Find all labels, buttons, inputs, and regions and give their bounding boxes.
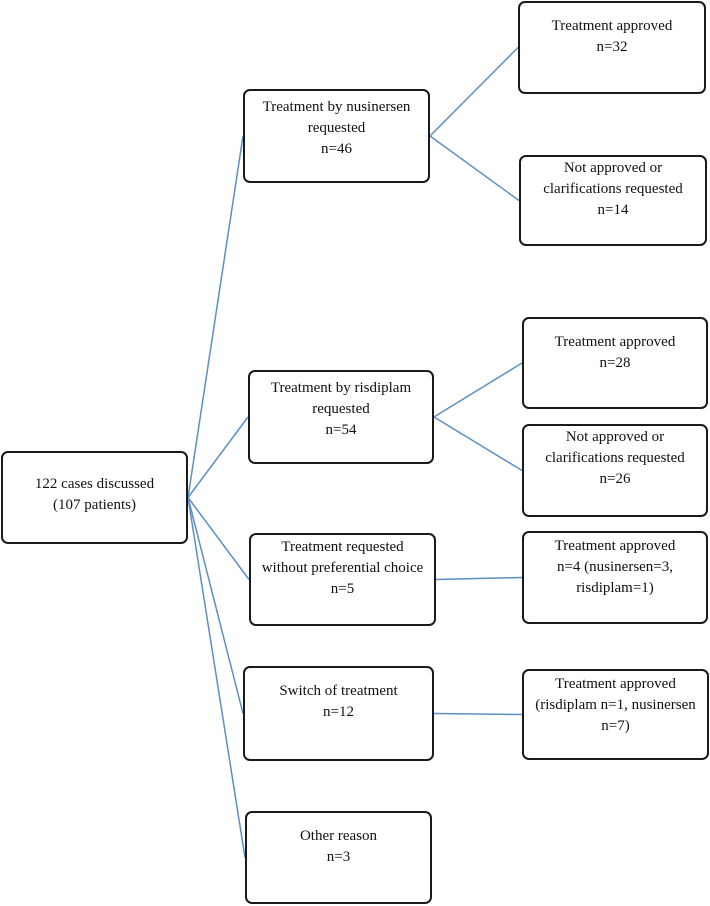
- nusinersen-not-approved-node: Not approved or clarifications requested…: [519, 155, 707, 246]
- connector-root-to-nusinersen: [187, 135, 244, 498]
- risdiplam-node: Treatment by risdiplam requested n=54: [248, 370, 434, 464]
- nusinersen-node: Treatment by nusinersen requested n=46: [243, 89, 430, 183]
- connector-switch-to-switch_approved: [433, 712, 523, 716]
- ris-not-approved-line-2: clarifications requested: [545, 450, 685, 466]
- risdiplam-line-2: requested: [312, 401, 370, 417]
- nus-not-approved-line-2: clarifications requested: [543, 181, 683, 197]
- switch-approved-line-2: (risdiplam n=1, nusinersen: [535, 697, 696, 713]
- nusinersen-line-2: requested: [307, 120, 366, 136]
- switch-line-1: Switch of treatment: [279, 683, 398, 699]
- nopref-approved-line-3: risdiplam=1): [576, 580, 654, 596]
- no-preference-node: Treatment requested without preferential…: [249, 533, 436, 626]
- switch-node: Switch of treatment n=12: [243, 666, 434, 761]
- nus-not-approved-line-3: n=14: [597, 202, 629, 218]
- root-node: 122 cases discussed (107 patients): [1, 451, 188, 544]
- connector-root-to-switch: [187, 497, 244, 714]
- risdiplam-line-3: n=54: [325, 422, 357, 438]
- connector-nusinersen-to-nus_approved: [429, 46, 519, 137]
- no-preference-line-2: without preferential choice: [261, 560, 424, 576]
- ris-approved-line-2: n=28: [599, 355, 631, 371]
- switch-approved-node: Treatment approved (risdiplam n=1, nusin…: [522, 669, 709, 760]
- risdiplam-not-approved-node: Not approved or clarifications requested…: [522, 424, 708, 517]
- ris-not-approved-line-1: Not approved or: [565, 429, 665, 445]
- no-preference-line-3: n=5: [330, 581, 355, 597]
- nusinersen-line-1: Treatment by nusinersen: [262, 99, 411, 115]
- nusinersen-line-3: n=46: [321, 141, 352, 157]
- connector-root-to-other: [187, 497, 246, 858]
- connector-risdiplam-to-ris_not_approved: [433, 416, 523, 472]
- nus-approved-line-1: Treatment approved: [551, 18, 673, 34]
- no-preference-approved-node: Treatment approved n=4 (nusinersen=3, ri…: [522, 531, 708, 624]
- root-line-2: (107 patients): [53, 497, 136, 513]
- nopref-approved-line-2: n=4 (nusinersen=3,: [556, 559, 674, 575]
- connector-risdiplam-to-ris_approved: [433, 362, 523, 418]
- connector-nusinersen-to-nus_not_approved: [429, 135, 520, 202]
- root-line-1: 122 cases discussed: [34, 476, 155, 492]
- ris-not-approved-line-3: n=26: [599, 471, 631, 487]
- nus-approved-line-2: n=32: [596, 39, 628, 55]
- connector-no_preference-to-nopref_approved: [435, 576, 523, 581]
- connector-root-to-no_preference: [187, 497, 250, 580]
- no-preference-line-1: Treatment requested: [281, 539, 404, 555]
- ris-approved-line-1: Treatment approved: [554, 334, 676, 350]
- other-line-2: n=3: [326, 849, 351, 865]
- nusinersen-approved-node: Treatment approved n=32: [518, 1, 706, 94]
- connector-root-to-risdiplam: [187, 416, 249, 498]
- nus-not-approved-line-1: Not approved or: [563, 160, 663, 176]
- other-reason-node: Other reason n=3: [245, 811, 432, 904]
- switch-approved-line-1: Treatment approved: [555, 676, 676, 692]
- risdiplam-line-1: Treatment by risdiplam: [270, 380, 412, 396]
- other-line-1: Other reason: [299, 828, 378, 844]
- risdiplam-approved-node: Treatment approved n=28: [522, 317, 708, 409]
- nopref-approved-line-1: Treatment approved: [554, 538, 676, 554]
- switch-line-2: n=12: [323, 704, 354, 720]
- switch-approved-line-3: n=7): [601, 718, 630, 734]
